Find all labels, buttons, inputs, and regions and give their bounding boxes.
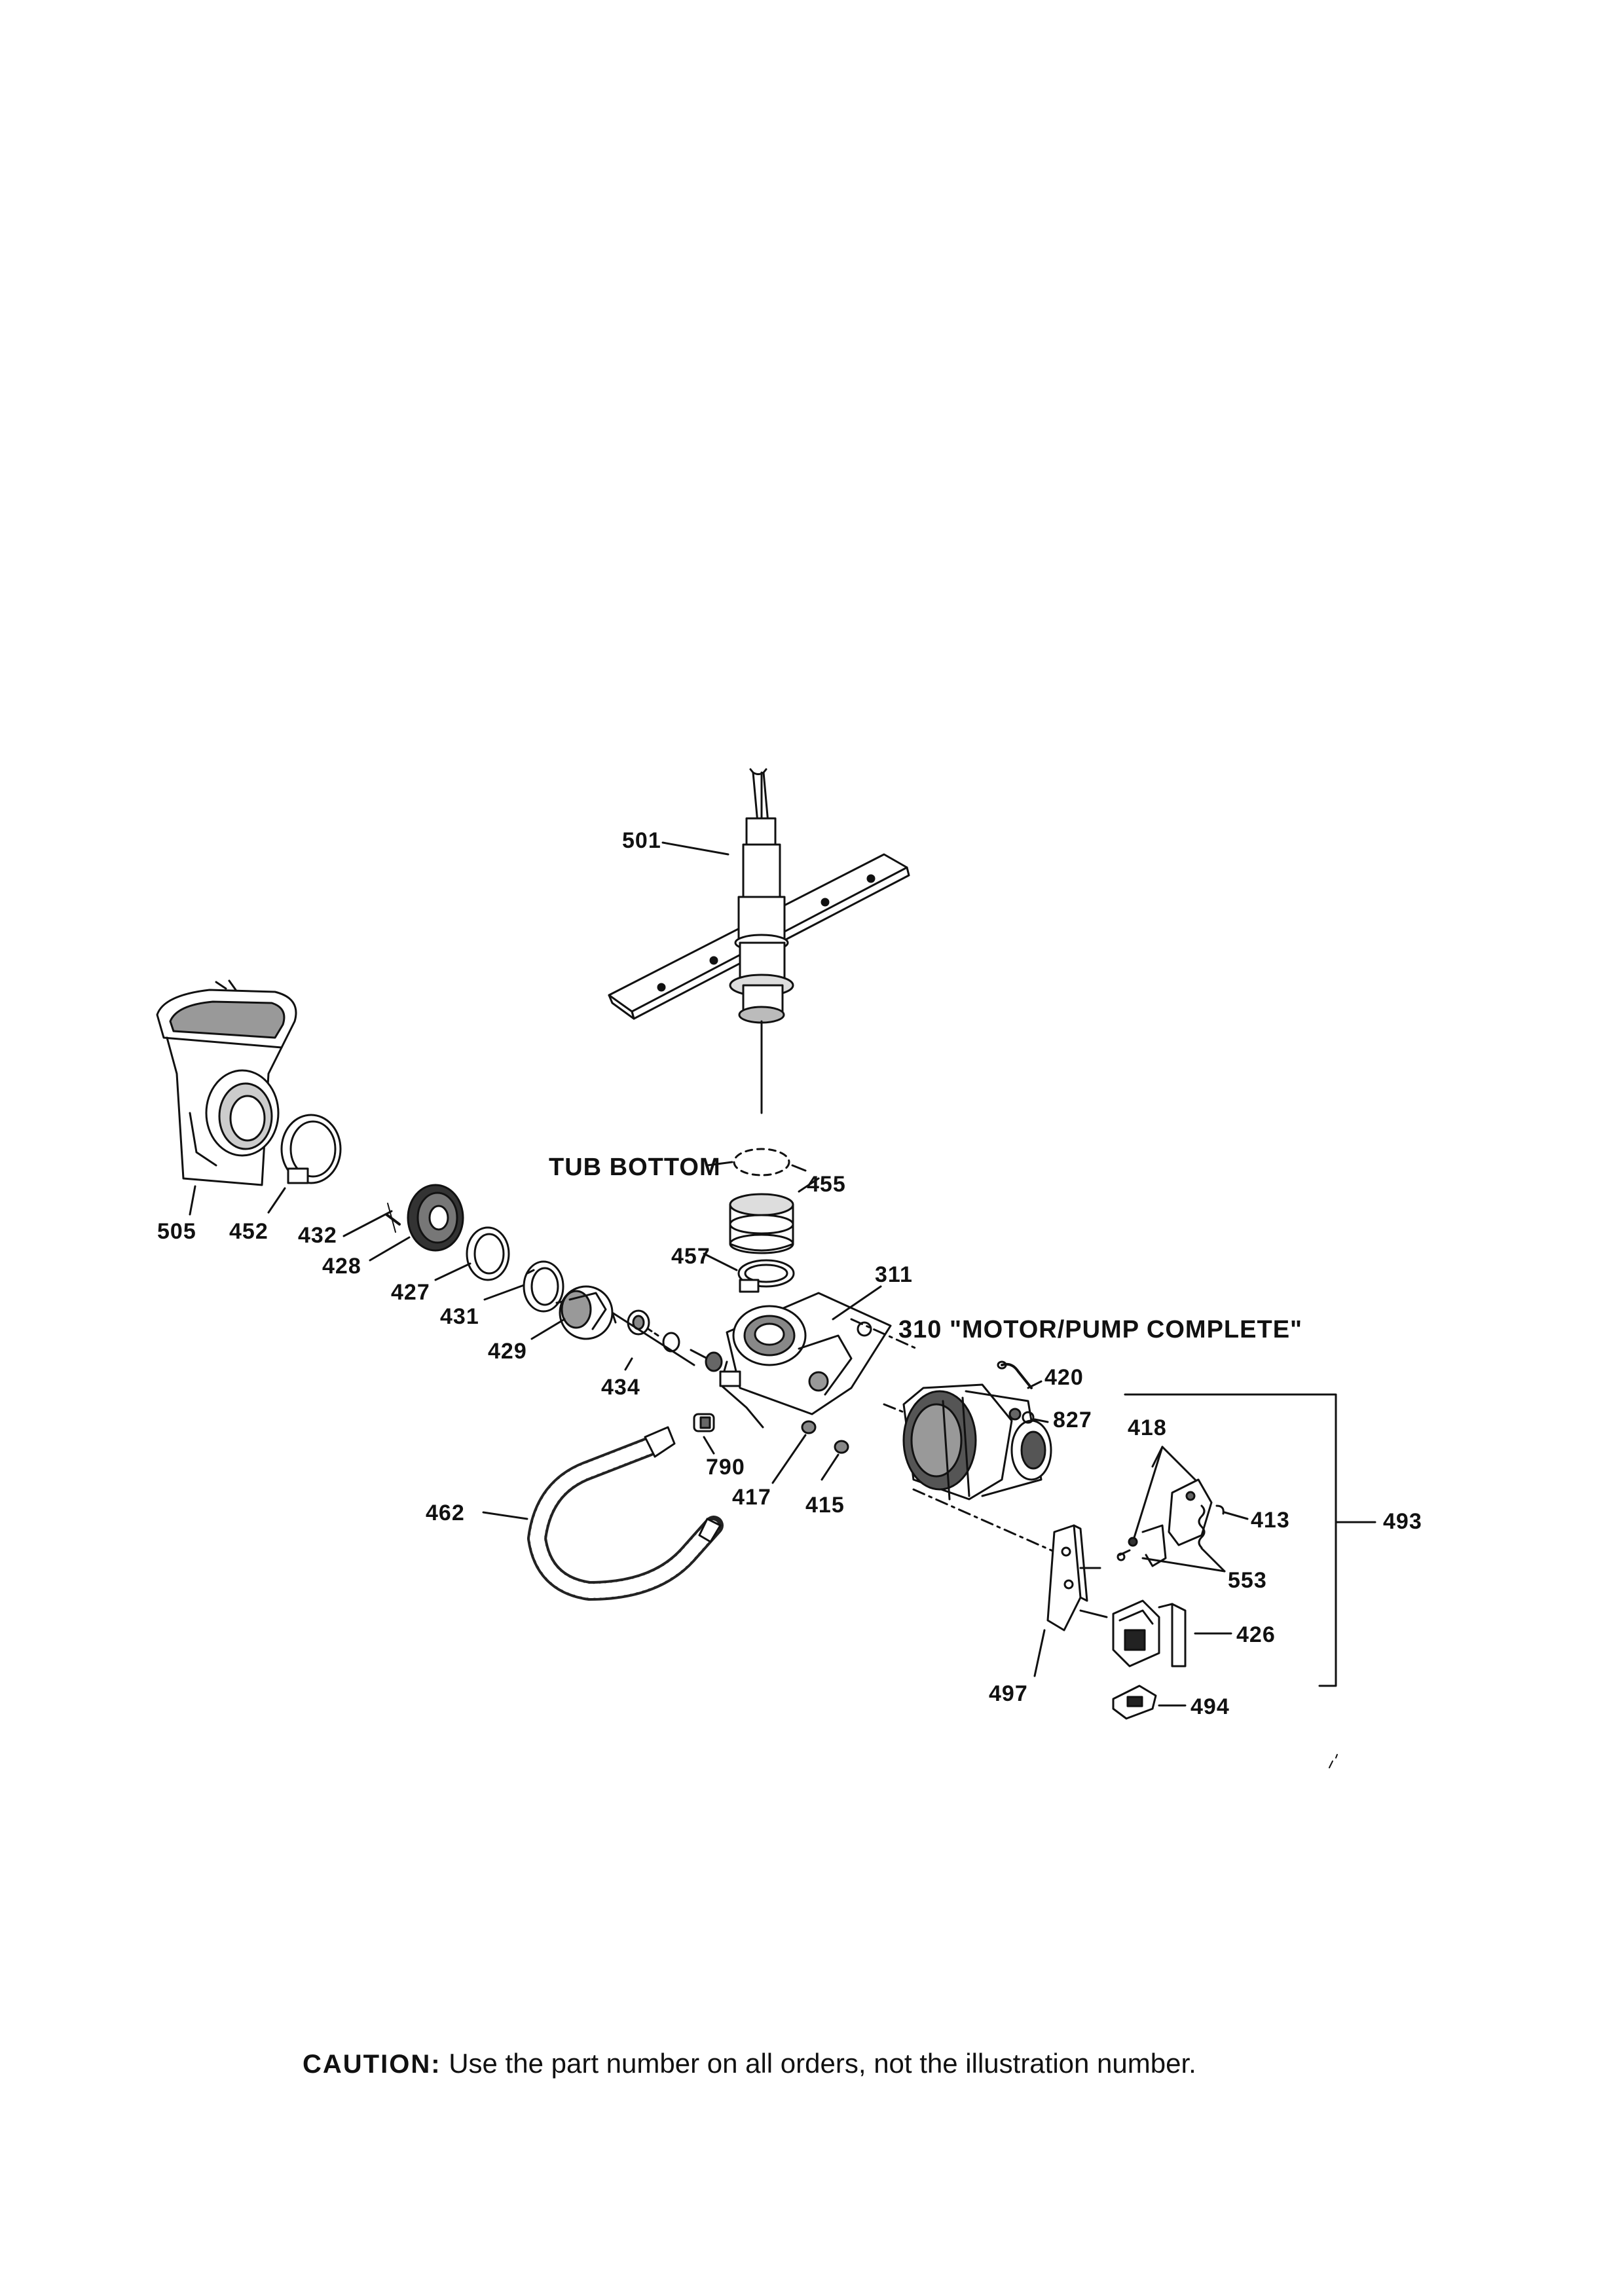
clamp-457 [737,1259,795,1293]
label-827: 827 [1053,1408,1092,1432]
label-427: 427 [391,1280,430,1305]
leader-432 [342,1210,393,1237]
pump-housing-311 [719,1292,892,1429]
motor-310 [850,1318,1052,1501]
caution-note: CAUTION: Use the part number on all orde… [303,2048,1196,2079]
leader-505 [189,1185,196,1216]
ring-427 [466,1226,510,1281]
ring-431 [523,1260,564,1313]
label-413: 413 [1251,1508,1290,1533]
label-429: 429 [488,1339,527,1364]
screw-827 [1008,1408,1035,1424]
leader-417 [771,1434,807,1484]
washer-415 [834,1440,849,1454]
label-431: 431 [440,1304,479,1329]
label-493: 493 [1383,1509,1422,1534]
leader-428 [369,1236,411,1262]
label-553: 553 [1228,1568,1267,1593]
parts-418 [1116,1446,1213,1567]
label-452: 452 [229,1219,268,1244]
clip-413 [1215,1504,1249,1520]
seal-455 [729,1193,794,1254]
leader-427 [434,1262,471,1281]
label-417: 417 [732,1485,771,1510]
label-501: 501 [622,828,661,853]
leader-431 [483,1284,525,1301]
leader-311 [832,1285,882,1321]
leader-790 [703,1436,715,1455]
pin-426 [1158,1603,1232,1667]
label-457: 457 [671,1244,710,1269]
stray-mark [1329,1754,1338,1768]
washer-417 [801,1420,817,1434]
leader-501 [661,841,729,856]
label-420: 420 [1044,1365,1084,1390]
label-311: 311 [875,1262,913,1287]
impeller-428 [385,1184,464,1252]
fitting-790 [693,1413,715,1432]
clamp-452 [280,1114,342,1184]
parts-434 [611,1309,723,1372]
leader-452 [267,1187,286,1214]
bracket-497 [912,1488,1108,1677]
gasket-tub-bottom [733,1148,790,1176]
label-455: 455 [807,1172,846,1197]
label-494: 494 [1190,1694,1230,1719]
leader-tub-bottom [706,1161,733,1167]
leader-429 [530,1318,566,1340]
wire-420 [997,1360,1033,1389]
label-462: 462 [426,1501,465,1525]
leader-tub-bottom-r [791,1164,807,1172]
caution-label: CAUTION: [303,2050,441,2079]
label-426: 426 [1236,1622,1276,1647]
spray-arm-501 [608,768,910,1114]
latch-494 [1112,1599,1187,1720]
label-497: 497 [989,1681,1028,1706]
leader-462 [482,1511,528,1520]
label-505: 505 [157,1219,196,1244]
label-418: 418 [1128,1415,1167,1440]
sump-housing-505 [156,979,297,1186]
hose-462 [527,1426,724,1601]
spring-553 [1141,1504,1226,1573]
cap-429 [559,1285,614,1340]
leader-415 [821,1453,840,1481]
leader-457 [703,1252,738,1271]
label-434: 434 [601,1375,640,1400]
label-415: 415 [805,1493,845,1518]
leader-434 [624,1357,633,1371]
label-tub-bottom: TUB BOTTOM [549,1154,721,1181]
bracket-493 [1124,1393,1376,1687]
label-310-motor-pump-complete: 310 "MOTOR/PUMP COMPLETE" [898,1316,1303,1343]
leader-420 [1027,1380,1043,1389]
caution-text: Use the part number on all orders, not t… [441,2048,1196,2079]
leader-827 [1033,1418,1049,1423]
leader-455 [798,1177,820,1193]
label-432: 432 [298,1223,337,1248]
label-428: 428 [322,1254,361,1279]
label-790: 790 [706,1455,745,1480]
